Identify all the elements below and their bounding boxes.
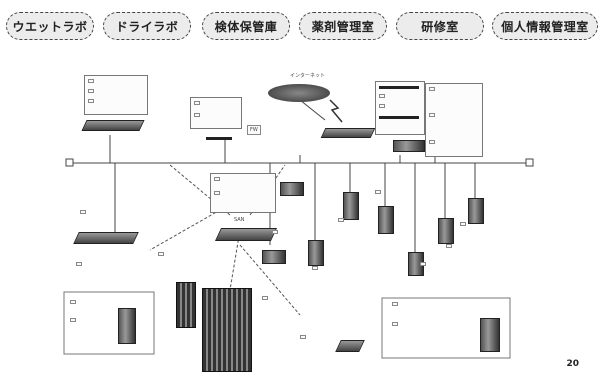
page-number: 20: [566, 359, 579, 369]
top-right-server: [393, 140, 425, 152]
top-right-panel-b: [425, 83, 483, 157]
server-2: [308, 240, 324, 266]
storage-rack-small: [176, 282, 196, 328]
top-center-device: [206, 137, 232, 140]
server-7: [468, 198, 484, 224]
server-3-label: [338, 218, 344, 222]
bottom-left-label-1: [70, 300, 76, 304]
internet-cloud: [268, 84, 330, 102]
server-5-label: [420, 262, 426, 266]
pill-specimen-storage: 検体保管庫: [202, 12, 290, 40]
storage-box-label: [262, 296, 268, 300]
bottom-mid-label: [300, 335, 306, 339]
top-center-label-1: [194, 101, 200, 105]
top-left-label-2: [88, 89, 94, 93]
san-zone-label: [80, 210, 86, 214]
bottom-right-label: [392, 322, 398, 326]
top-center-label-2: [194, 113, 200, 117]
top-right-panel-a: [375, 81, 425, 135]
pill-training-room: 研修室: [396, 12, 484, 40]
san-left-label: [76, 262, 82, 266]
top-right-bar-2: [379, 116, 419, 119]
server-6: [438, 218, 454, 244]
pill-drug-management: 薬剤管理室: [299, 12, 387, 40]
pill-wet-lab: ウエットラボ: [6, 12, 94, 40]
pill-dry-lab: ドライラボ: [103, 12, 191, 40]
top-right-bar-1: [379, 86, 419, 89]
top-left-panel: [84, 75, 148, 115]
bottom-right-server: [480, 318, 500, 352]
server-4: [378, 206, 394, 234]
fw-server-label: FW: [247, 125, 261, 135]
san-switch: [214, 228, 278, 241]
top-right-label-1: [379, 94, 385, 98]
top-right-label-3: [429, 87, 435, 91]
top-right-label-4: [429, 113, 435, 117]
storage-label: [158, 252, 164, 256]
mid-center-label-1: [214, 177, 220, 181]
server-1-label: [272, 230, 278, 234]
lan-backbone-label: [168, 158, 172, 160]
bottom-left-server: [118, 308, 136, 344]
server-7-label: [460, 222, 466, 226]
top-right-label-2: [379, 104, 385, 108]
server-3: [343, 192, 359, 220]
san-sub-label: [232, 224, 236, 226]
internet-label: インターネット: [290, 73, 326, 79]
storage-rack-large: [202, 288, 252, 372]
server-1: [262, 250, 286, 264]
server-6-label: [446, 244, 452, 248]
fw-device: [320, 128, 376, 138]
top-left-device: [81, 120, 145, 131]
pill-privacy-room: 個人情報管理室: [492, 12, 598, 40]
top-left-label-3: [88, 99, 94, 103]
san-label: SAN: [234, 217, 245, 223]
san-left-device: [73, 232, 139, 244]
mid-center-panel: [210, 173, 276, 213]
server-2-label: [312, 266, 318, 270]
top-right-label-5: [429, 140, 435, 144]
bottom-right-title: [392, 302, 398, 306]
bottom-left-label-2: [70, 318, 76, 322]
top-left-label-1: [88, 79, 94, 83]
mid-center-label-2: [214, 191, 220, 195]
mid-center-server: [280, 182, 304, 196]
server-4-label: [375, 190, 381, 194]
